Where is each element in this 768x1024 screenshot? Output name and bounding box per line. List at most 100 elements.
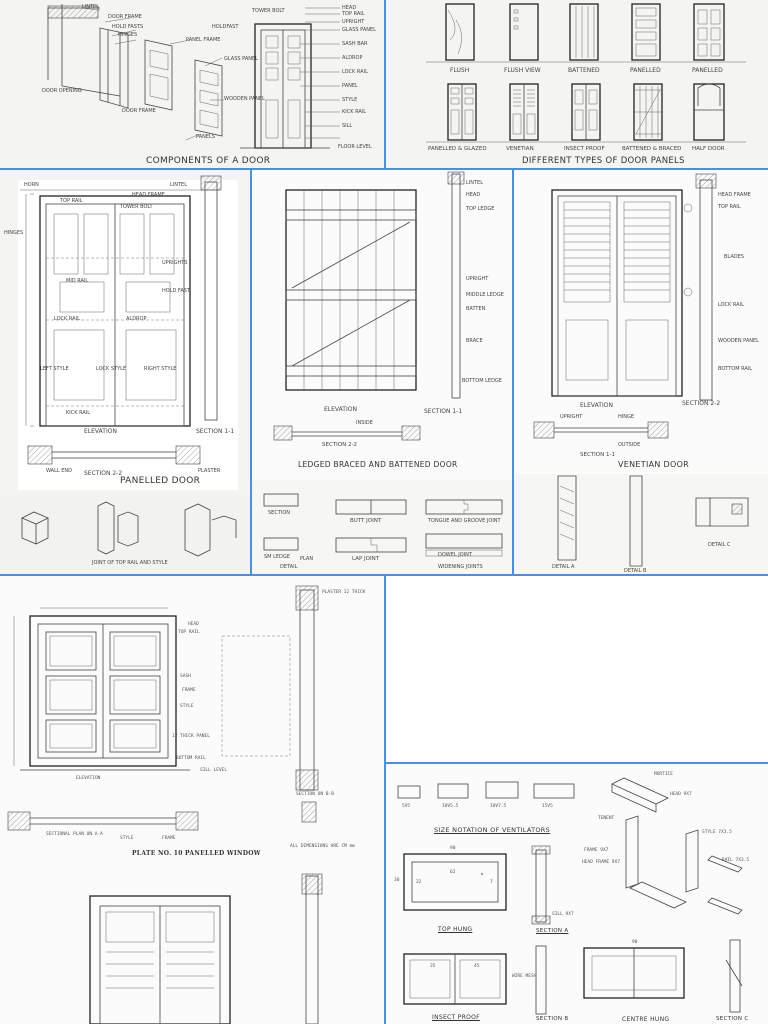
label-head: HEAD	[342, 5, 357, 11]
pw-label-sectional-plan: SECTIONAL PLAN ON A-A	[46, 832, 103, 837]
pd-label-hold-fast: HOLD FAST	[162, 288, 190, 294]
vent-title-top-hung: TOP HUNG	[438, 926, 473, 933]
label-hold-fasts: HOLD FASTS	[112, 24, 144, 30]
lb-joint-butt: BUTT JOINT	[350, 518, 382, 524]
panel-venetian-door: HEAD FRAME TOP RAIL BLADES LOCK RAIL WOO…	[514, 170, 768, 574]
lb-joint-sm-ledge: SM LEDGE	[264, 554, 290, 560]
vent-title-insect-proof: INSECT PROOF	[432, 1014, 480, 1021]
vd-label-bottom-rail: BOTTOM RAIL	[718, 366, 753, 372]
label-panel-frame: PANEL FRAME	[186, 37, 221, 43]
lb-joint-plan: PLAN	[300, 556, 314, 562]
label-door-opening: DOOR OPENING	[42, 88, 82, 94]
label-glass-panel-2: GLASS PANEL	[224, 56, 258, 62]
pw-label-panel: 12 THICK PANEL	[172, 734, 210, 739]
vent-label-wire-mesh: WIRE MESH	[512, 974, 537, 979]
pd-label-tower-bolt: TOWER BOLT	[120, 204, 153, 210]
label-panels: PANELS	[196, 134, 215, 140]
lb-label-brace: BRACE	[466, 338, 483, 344]
label-door-frame: DOOR FRAME	[108, 14, 142, 20]
lb-label-lintel: LINTEL	[466, 180, 483, 186]
divider-v-top	[384, 0, 386, 170]
pd-label-top-rail: TOP RAIL	[60, 198, 83, 204]
type-label-flush-view: FLUSH VIEW	[504, 67, 541, 74]
label-door-frame-2: DOOR FRAME	[122, 108, 156, 114]
type-label-panelled-2: PANELLED	[692, 67, 723, 74]
pd-label-kick-rail: KICK RAIL	[66, 410, 91, 416]
pd-label-lintel: LINTEL	[170, 182, 187, 188]
type-label-flush: FLUSH	[450, 67, 470, 74]
title-venetian-door: VENETIAN DOOR	[618, 460, 690, 469]
vd-label-outside: OUTSIDE	[618, 442, 641, 448]
vd-label-upright: UPRIGHT	[560, 414, 583, 420]
label-top-rail: TOP RAIL	[342, 11, 365, 17]
lb-label-head: HEAD	[466, 192, 481, 198]
divider-v-bottom	[384, 576, 386, 1024]
vent-label-head-frame: HEAD FRAME 9X7	[582, 860, 620, 865]
label-style: STYLE	[342, 97, 358, 103]
lb-joint-widening: WIDENING JOINTS	[438, 564, 483, 570]
vent-dim-45: 45	[474, 964, 480, 969]
vent-label-tenent: TENENT	[598, 816, 615, 821]
panel-components-of-door: LINTEL DOOR FRAME HOLD FASTS HINGES PANE…	[0, 0, 384, 168]
label-upright: UPRIGHT	[342, 19, 365, 25]
pd-label-mid-rail: MID RAIL	[66, 278, 89, 284]
vd-label-section-1-1: SECTION 1-1	[580, 452, 615, 458]
pd-label-head-frame: HEAD FRAME	[132, 192, 165, 198]
panelled-window-drawing	[7, 585, 323, 1024]
panelled-door-drawing	[0, 175, 250, 574]
type-label-battened: BATTENED	[568, 67, 600, 74]
vd-label-detail-a: DETAIL A	[552, 564, 575, 570]
lb-label-batten: BATTEN	[466, 306, 486, 312]
divider-h-bottom-right	[386, 762, 768, 764]
vd-label-blades: BLADES	[724, 254, 744, 260]
title-panelled-window: PLATE NO. 10 PANELLED WINDOW	[132, 850, 261, 857]
lb-joint-detail: DETAIL	[280, 564, 298, 570]
panel-ventilators: 5V5 10V5.5 10V7.5 15V5 SIZE NOTATION OF …	[386, 764, 768, 1024]
pw-label-sash: SASH	[180, 674, 191, 679]
pw-label-elevation: ELEVATION	[76, 776, 101, 781]
vent-dim-7: 7	[490, 880, 493, 885]
vent-dim-90-b: 90	[632, 940, 638, 945]
pw-label-frame: FRAME	[182, 688, 196, 693]
vd-label-wooden-panel: WOODEN PANEL	[718, 338, 759, 344]
lb-label-middle-ledge: MIDDLE LEDGE	[466, 292, 504, 298]
vd-label-elevation: ELEVATION	[580, 402, 613, 409]
vent-size-10v55: 10V5.5	[442, 804, 459, 809]
label-aldrop: ALDROP	[342, 55, 363, 61]
vent-title-section-c: SECTION C	[716, 1016, 749, 1022]
ventilators-drawing	[397, 777, 743, 1015]
divider-h-mid	[0, 574, 768, 576]
label-floor-level: FLOOR LEVEL	[338, 144, 372, 150]
type-label-insect-proof: INSECT PROOF	[564, 146, 605, 152]
pw-label-top-rail: TOP RAIL	[178, 630, 200, 635]
vent-dim-22: 22	[416, 880, 422, 885]
ledged-door-drawing	[252, 171, 512, 574]
label-glass-panel: GLASS PANEL	[342, 27, 376, 33]
pw-label-bottom-rail: BOTTOM RAIL	[176, 756, 206, 761]
pw-label-head: HEAD	[188, 622, 199, 627]
pw-label-dims: ALL DIMENSIONS ARE CM mm	[290, 844, 356, 849]
pd-label-uprights: UPRIGHTS	[162, 260, 188, 266]
label-sill: SILL	[342, 123, 353, 129]
divider-v-mid-2	[512, 170, 514, 574]
pd-label-horn: HORN	[24, 182, 39, 188]
pd-label-left-style: LEFT STYLE	[40, 366, 69, 372]
lb-label-section-2-2: SECTION 2-2	[322, 442, 357, 448]
label-holdfast: HOLDFAST	[212, 24, 239, 30]
pw-label-style-2: STYLE	[120, 836, 134, 841]
lb-label-section-1-1: SECTION 1-1	[424, 408, 463, 415]
vd-label-head-frame: HEAD FRAME	[718, 192, 751, 198]
pw-label-plaster: PLASTER 12 THICK	[322, 590, 366, 595]
vent-size-5v5: 5V5	[402, 804, 411, 809]
vent-dim-90: 90	[450, 846, 456, 851]
pd-label-lock-rail: LOCK RAIL	[54, 316, 80, 322]
type-label-panelled-glazed: PANELLED & GLAZED	[428, 146, 487, 152]
vent-size-15v5: 15V5	[542, 804, 553, 809]
title-door-types: DIFFERENT TYPES OF DOOR PANELS	[522, 156, 685, 166]
vent-label-style: STYLE 7X3.5	[702, 830, 732, 835]
vent-title-section-a: SECTION A	[536, 928, 569, 934]
venetian-door-drawing	[514, 173, 768, 574]
vent-size-10v75: 10V7.5	[490, 804, 507, 809]
vent-label-sill: SILL 9X7	[552, 912, 574, 917]
